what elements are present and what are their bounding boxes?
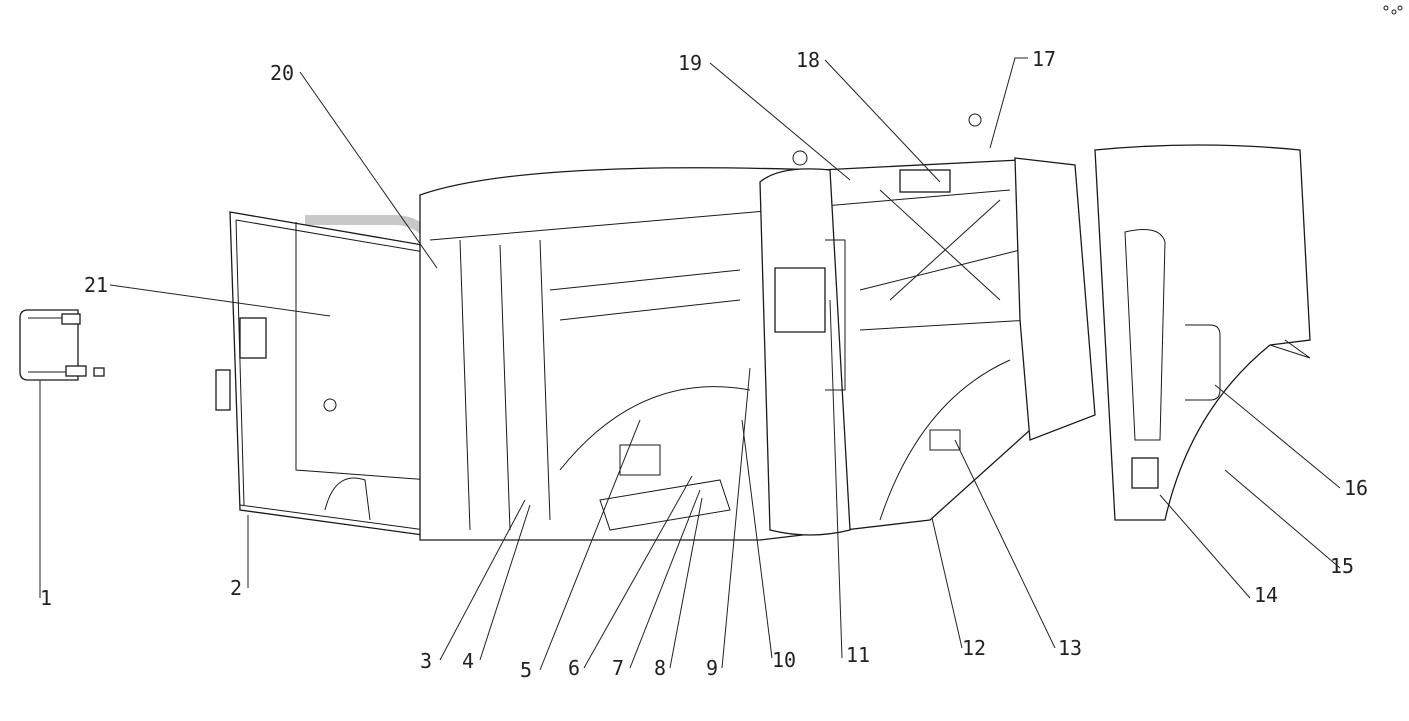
part-11-side-panel — [759, 168, 851, 536]
callout-2: 2 — [230, 576, 242, 600]
callout-13: 13 — [1058, 636, 1082, 660]
callout-1: 1 — [40, 586, 52, 610]
callout-11: 11 — [846, 643, 870, 667]
callout-8: 8 — [654, 656, 666, 680]
callout-14: 14 — [1254, 583, 1278, 607]
callout-19: 19 — [678, 51, 702, 75]
callout-4: 4 — [462, 649, 474, 673]
part-15-cover — [1094, 144, 1311, 521]
rear-panel — [1014, 157, 1096, 441]
callout-17: 17 — [1032, 47, 1056, 71]
callout-6: 6 — [568, 656, 580, 680]
callout-9: 9 — [706, 656, 718, 680]
part-21-door — [215, 211, 446, 539]
callout-18: 18 — [796, 48, 820, 72]
callout-10: 10 — [772, 648, 796, 672]
callout-20: 20 — [270, 61, 294, 85]
callout-16: 16 — [1344, 476, 1368, 500]
callout-5: 5 — [520, 658, 532, 682]
callout-21: 21 — [84, 273, 108, 297]
leader-lines — [39, 57, 1341, 671]
cab-body — [419, 113, 1031, 541]
callout-3: 3 — [420, 649, 432, 673]
corner-mark — [1383, 5, 1403, 15]
callout-15: 15 — [1330, 554, 1354, 578]
callout-12: 12 — [962, 636, 986, 660]
part-1-panel — [19, 309, 105, 381]
callout-7: 7 — [612, 656, 624, 680]
callout-labels: 1 2 3 4 5 6 7 8 9 10 11 12 13 14 15 16 1… — [40, 47, 1368, 682]
